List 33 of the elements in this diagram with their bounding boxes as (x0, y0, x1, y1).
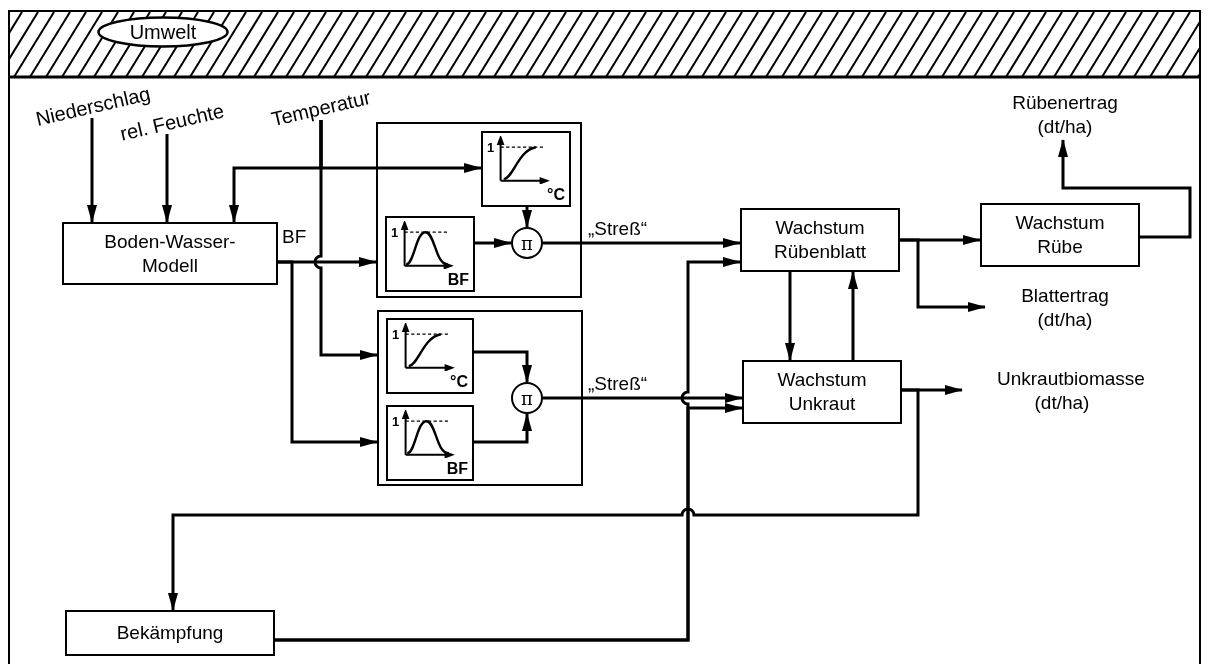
arrow (848, 271, 858, 360)
arrow (275, 403, 743, 642)
arrow (900, 238, 986, 312)
arrow (168, 388, 920, 611)
stress-module-box (376, 122, 582, 298)
arrow (785, 272, 795, 361)
signal-label: BF (282, 226, 307, 248)
arrow (475, 238, 512, 248)
arrow (474, 413, 532, 444)
process-box: Bekämpfung (65, 610, 275, 656)
arrow (474, 350, 532, 383)
input-label: Temperatur (254, 81, 388, 135)
output-label: Rübenertrag (dt/ha) (980, 90, 1150, 140)
arrow (87, 118, 97, 223)
arrow (278, 260, 378, 447)
arrow (162, 134, 172, 223)
arrow (313, 120, 378, 360)
function-box: 1 BF (385, 216, 475, 292)
arrow (1058, 139, 1192, 239)
arrow (522, 207, 532, 228)
process-box: Wachstum Rübenblatt (740, 208, 900, 272)
process-box: Boden-Wasser-Modell (62, 222, 278, 285)
process-box: Wachstum Rübe (980, 203, 1140, 267)
function-box: 1 °C (386, 318, 474, 394)
output-label: Unkrautbiomasse (dt/ha) (962, 366, 1162, 416)
arrow (543, 238, 741, 248)
stress-module-box (377, 310, 583, 486)
arrow (543, 393, 743, 403)
function-box: 1 BF (386, 405, 474, 481)
process-box: Wachstum Unkraut (742, 360, 902, 424)
function-box: 1 °C (481, 131, 571, 207)
output-label: Blattertrag (dt/ha) (985, 283, 1145, 333)
environment-ellipse: Umwelt (97, 16, 229, 48)
